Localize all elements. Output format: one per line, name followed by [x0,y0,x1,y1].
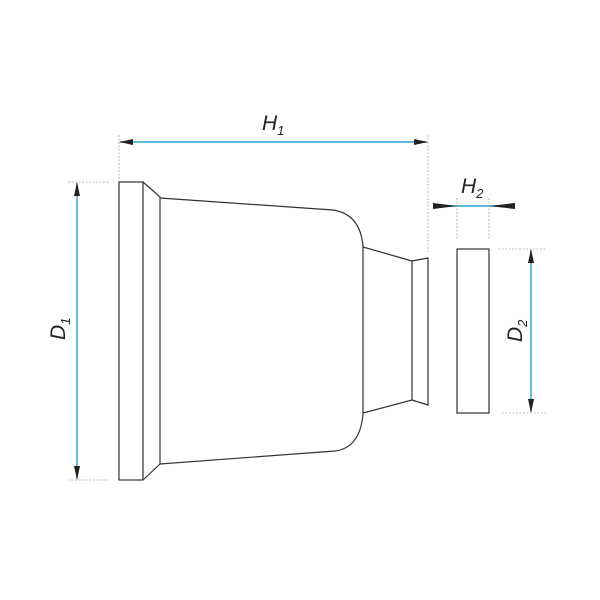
d1-label: D1 [47,318,73,340]
flange [118,181,144,481]
flange-chamfer [142,181,161,481]
h2-label: H2 [461,175,484,201]
neck [362,246,413,414]
reducer-part [118,181,490,481]
ring-part [456,248,490,414]
conical-body [159,197,364,465]
h2-arrowheads [433,203,515,209]
spigot-end [411,257,429,406]
d2-label: D2 [504,319,530,342]
h2-arrow-left [433,203,457,209]
h2-arrow-right [489,203,515,209]
h1-label: H1 [262,112,284,138]
